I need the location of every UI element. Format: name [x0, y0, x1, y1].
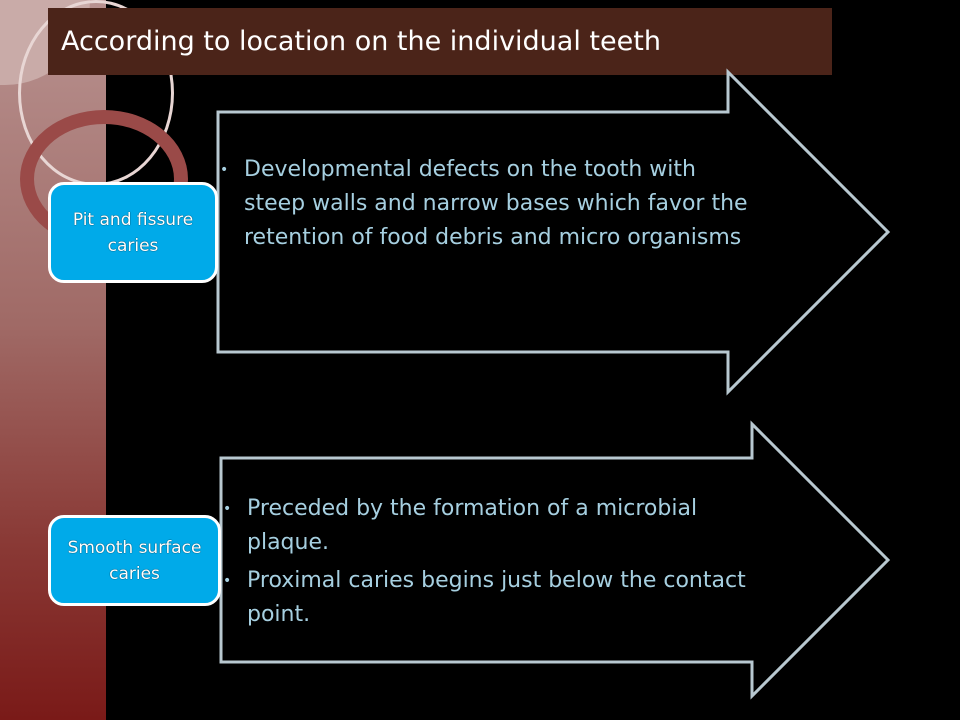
label-text: Smooth surface caries	[67, 537, 202, 584]
label-pit-and-fissure: Pit and fissure caries	[48, 182, 218, 283]
slide-title: According to location on the individual …	[48, 8, 832, 75]
label-text: Pit and fissure caries	[72, 209, 194, 256]
bullet-item: Proximal caries begins just below the co…	[223, 564, 763, 632]
bullet-item: Preceded by the formation of a microbial…	[223, 492, 763, 560]
bullet-list-2: Preceded by the formation of a microbial…	[223, 492, 763, 632]
bullet-item: Developmental defects on the tooth with …	[220, 153, 760, 255]
label-smooth-surface: Smooth surface caries	[48, 515, 221, 606]
bullet-list-1: Developmental defects on the tooth with …	[220, 153, 760, 255]
